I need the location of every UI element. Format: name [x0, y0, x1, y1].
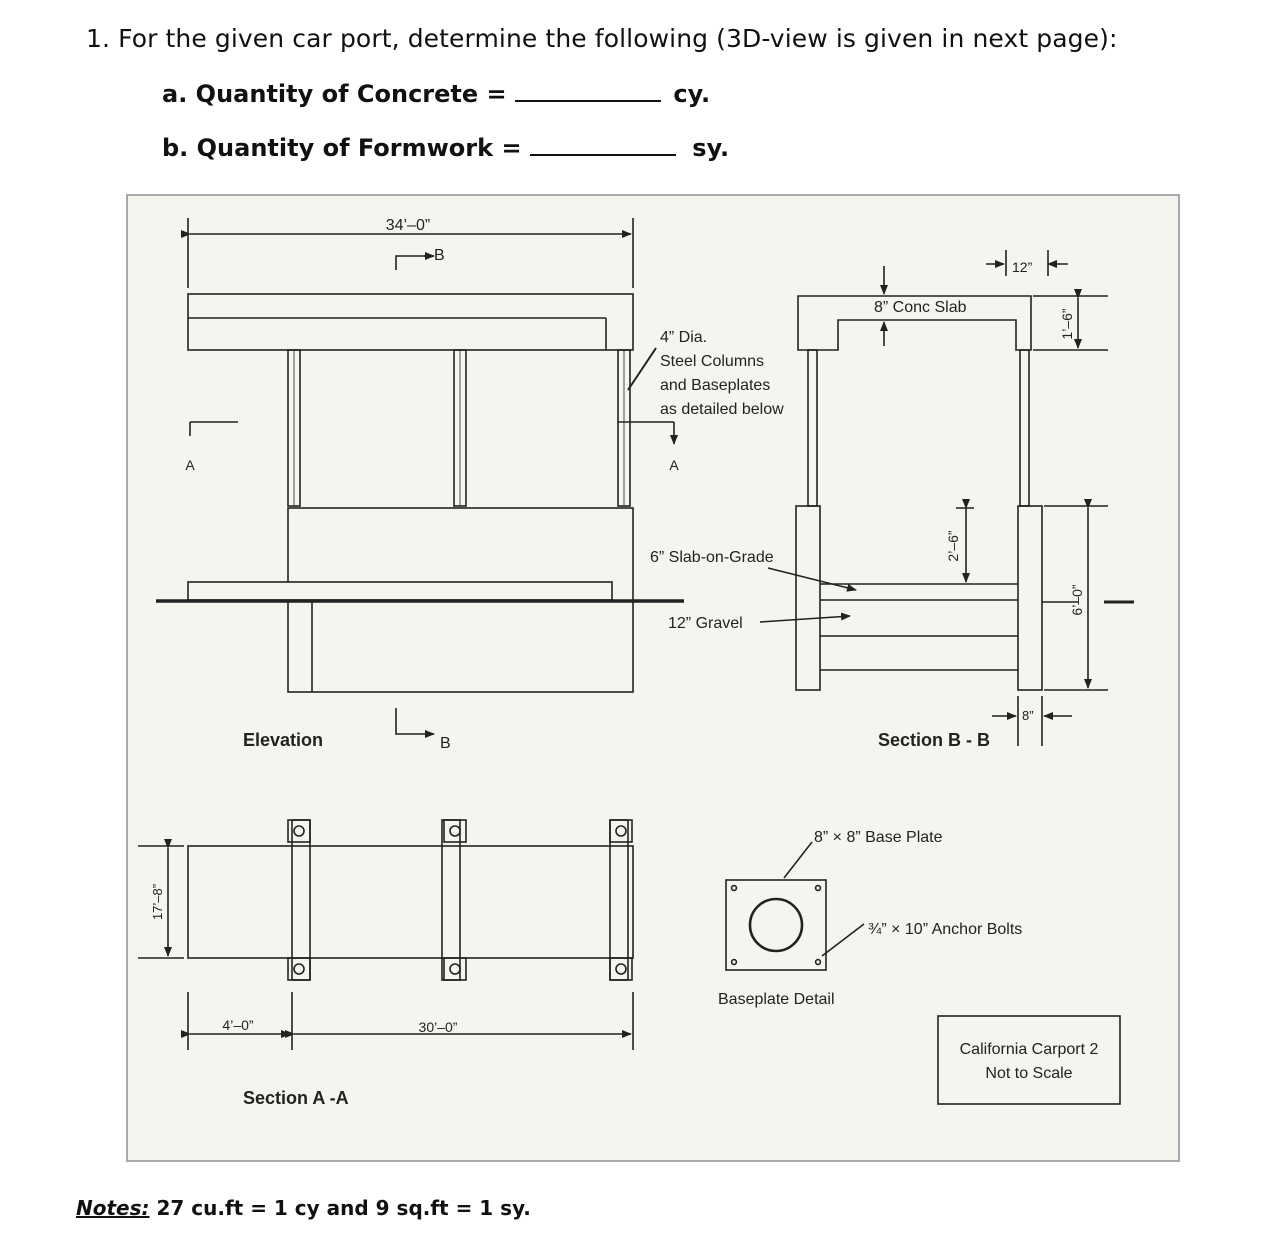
- dim-text-12: 12”: [1012, 259, 1033, 275]
- column-circle: [748, 897, 804, 953]
- roof-slab: [187, 293, 634, 351]
- baseplate-detail-label: Baseplate Detail: [718, 991, 835, 1008]
- column-note-2: Steel Columns: [660, 353, 764, 370]
- section-aa-view: [138, 819, 634, 1050]
- plan-slab: [187, 845, 634, 959]
- section-bb-label: Section B - B: [878, 730, 990, 750]
- column-right-section: [1019, 349, 1030, 507]
- section-bb-view: [759, 250, 1134, 746]
- title-block-line-1: California Carport 2: [960, 1041, 1099, 1058]
- plan-footing-1: [291, 819, 311, 981]
- dim-text-6-0: 6’–0”: [1069, 584, 1085, 615]
- question-a-label: a. Quantity of Concrete =: [162, 80, 515, 108]
- dim-text-17-8: 17’–8”: [150, 884, 165, 920]
- question-a: a. Quantity of Concrete = cy.: [162, 78, 710, 108]
- dim-text-1-6: 1’–6”: [1059, 308, 1075, 339]
- elevation-view: [156, 218, 684, 738]
- slab-on-grade-label: 6” Slab-on-Grade: [650, 549, 774, 566]
- section-a-label-right: A: [669, 457, 679, 473]
- base-plate-label: 8” × 8” Base Plate: [814, 829, 943, 846]
- notes-label: Notes:: [76, 1196, 150, 1220]
- section-aa-label: Section A -A: [243, 1088, 349, 1108]
- column-note-1: 4” Dia.: [660, 329, 707, 346]
- slab-on-grade-elev: [187, 581, 613, 601]
- dim-text-2-6: 2’–6”: [945, 530, 961, 561]
- question-b: b. Quantity of Formwork = sy.: [162, 132, 729, 162]
- dim-text-8: 8”: [1022, 708, 1034, 723]
- dim-text-34: 34’–0”: [386, 217, 430, 234]
- column-left-section: [807, 349, 818, 507]
- conc-slab-label: 8” Conc Slab: [874, 299, 967, 316]
- section-b-label-top: B: [434, 247, 445, 264]
- footing-right: [1017, 505, 1043, 691]
- section-b-label-bottom: B: [440, 735, 451, 752]
- carport-drawing-svg: 34’–0” B B A A Elevation 4” Dia. Steel C…: [138, 217, 1134, 1108]
- plan-footing-3: [609, 819, 629, 981]
- dim-text-30-0: 30’–0”: [419, 1019, 458, 1035]
- question-a-unit: cy.: [673, 80, 711, 108]
- elevation-label: Elevation: [243, 730, 323, 750]
- question-b-unit: sy.: [692, 134, 730, 162]
- baseplate-detail: [725, 841, 865, 971]
- section-a-label-left: A: [185, 457, 195, 473]
- anchor-bolts-label: ¾” × 10” Anchor Bolts: [868, 921, 1022, 938]
- dim-text-4-0: 4’–0”: [222, 1017, 253, 1033]
- question-title: 1. For the given car port, determine the…: [86, 24, 1118, 53]
- column-note-4: as detailed below: [660, 401, 784, 418]
- carport-drawing: 34’–0” B B A A Elevation 4” Dia. Steel C…: [126, 194, 1180, 1162]
- answer-blank-formwork[interactable]: [529, 132, 676, 156]
- question-b-label: b. Quantity of Formwork =: [162, 134, 530, 162]
- footing-left: [795, 505, 821, 691]
- baseplate-square: [725, 879, 827, 971]
- title-block-line-2: Not to Scale: [985, 1065, 1072, 1082]
- plan-footing-2: [441, 819, 461, 981]
- notes-text: 27 cu.ft = 1 cy and 9 sq.ft = 1 sy.: [149, 1196, 531, 1220]
- gravel-label: 12” Gravel: [668, 615, 743, 632]
- title-block: [937, 1015, 1121, 1105]
- answer-blank-concrete[interactable]: [515, 78, 661, 102]
- column-note-3: and Baseplates: [660, 377, 770, 394]
- notes: Notes: 27 cu.ft = 1 cy and 9 sq.ft = 1 s…: [76, 1196, 531, 1220]
